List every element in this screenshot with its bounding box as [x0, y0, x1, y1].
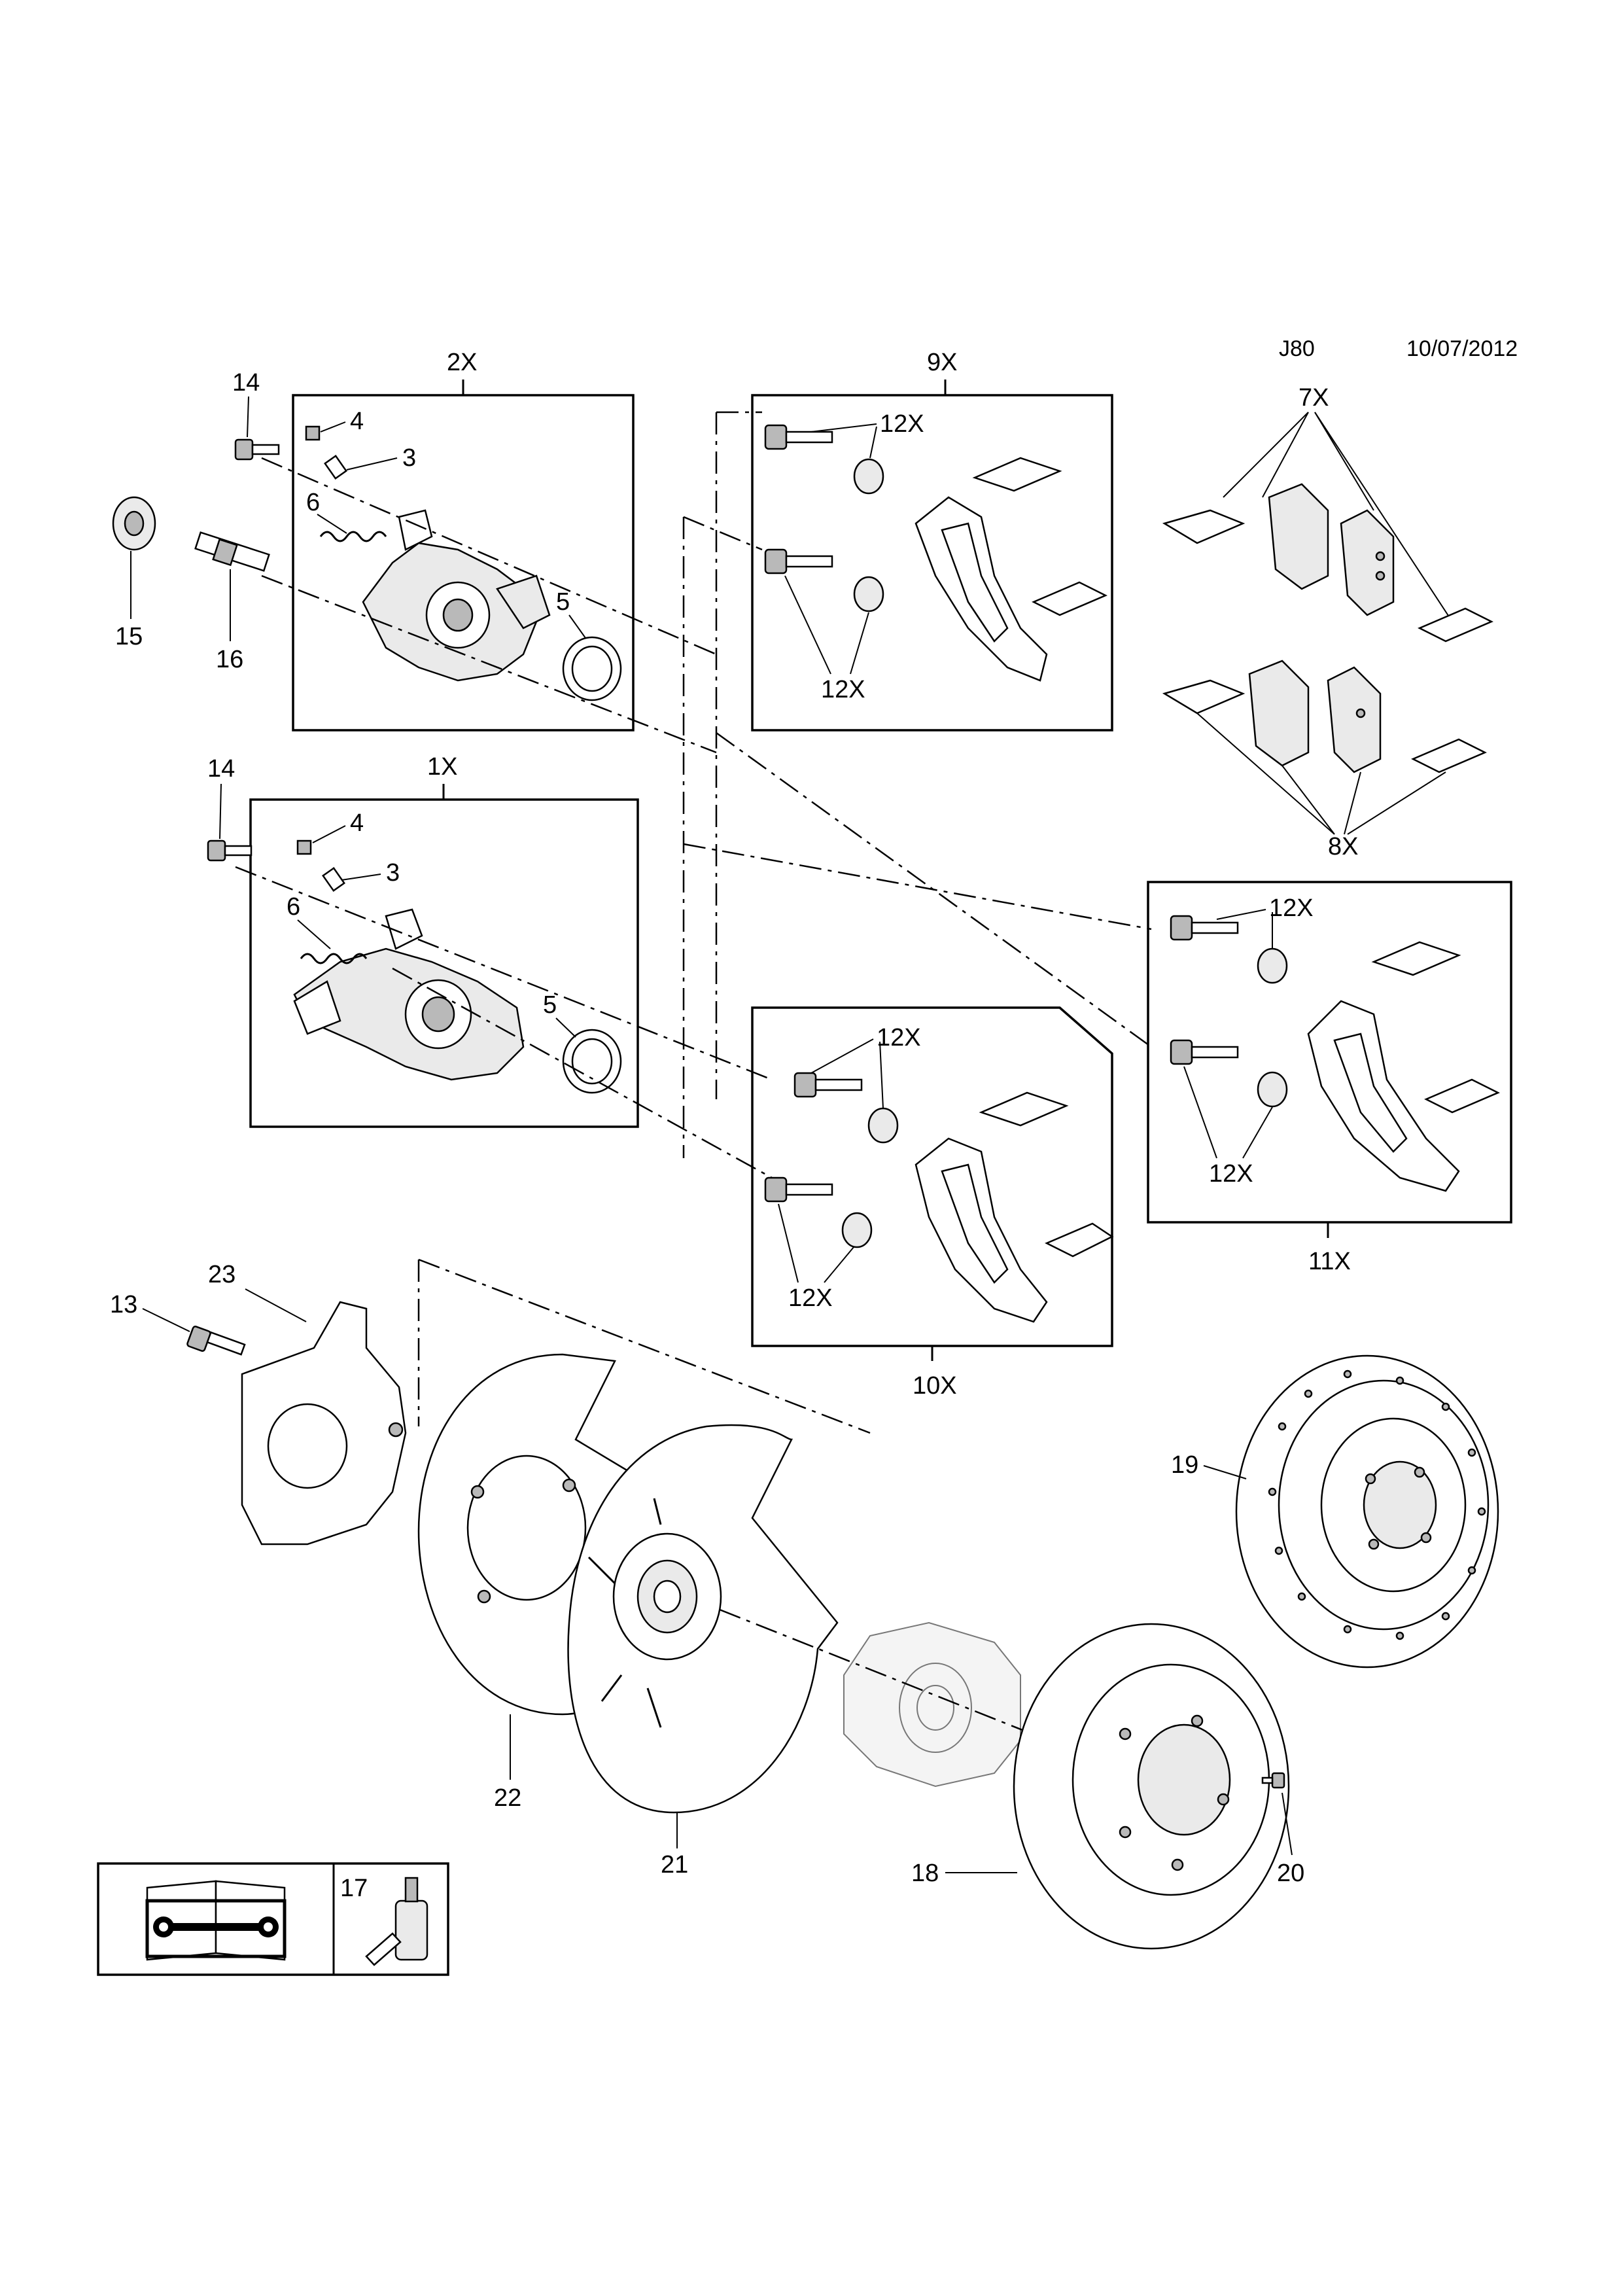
group-2X-label: 2X — [447, 349, 477, 376]
pad-8X-b — [1327, 666, 1382, 773]
clip-7X-a — [1162, 509, 1246, 544]
bleeder-cap-upper — [305, 425, 321, 441]
adhesive-bottle-icon — [365, 1877, 428, 1966]
diagram-date: 10/07/2012 — [1406, 336, 1518, 361]
clip-7X-b — [1418, 607, 1493, 643]
pad-7X-b — [1340, 509, 1395, 616]
label-4-lower: 4 — [350, 809, 364, 837]
label-12X-9X-bottom: 12X — [821, 676, 865, 703]
wheel-hub — [843, 1621, 1021, 1788]
label-21: 21 — [661, 1851, 688, 1879]
label-3-lower: 3 — [386, 859, 400, 887]
pad-7X-a — [1268, 483, 1329, 590]
group-9X-box — [751, 394, 1113, 732]
label-12X-11X-top: 12X — [1269, 894, 1314, 922]
clip-11X-a — [1371, 941, 1461, 976]
group-11X: 11X — [1147, 881, 1512, 1275]
group-1X-label: 1X — [427, 753, 457, 781]
group-2X: 2X — [261, 349, 717, 754]
part-15 — [112, 496, 156, 551]
boot-11X-b — [1257, 1071, 1288, 1108]
group-9X: 9X — [751, 349, 1113, 732]
guide-pin-9X-b — [764, 548, 833, 574]
group-9X-label: 9X — [927, 349, 957, 376]
anchor-plate-23 — [241, 1301, 407, 1545]
group-10X-box — [751, 1006, 1113, 1347]
part-16 — [194, 531, 270, 572]
clip-10X-a — [979, 1091, 1069, 1127]
guide-pin-10X-a — [793, 1072, 863, 1098]
dust-shield-21 — [567, 1424, 839, 1814]
manual-wrench-book-icon — [145, 1880, 287, 1961]
label-6-upper: 6 — [306, 489, 320, 516]
group-10X: 10X — [751, 1006, 1114, 1400]
clip-10X-b — [1045, 1222, 1114, 1258]
group-7X-label: 7X — [1299, 384, 1329, 412]
label-14-upper: 14 — [232, 369, 260, 397]
bolt-14-lower — [207, 839, 253, 862]
clip-8X-b — [1411, 738, 1487, 773]
spring-lower — [300, 953, 368, 964]
label-12X-11X-bottom: 12X — [1209, 1160, 1253, 1188]
clip-8X-a — [1162, 679, 1246, 715]
label-22: 22 — [494, 1784, 521, 1812]
bolt-13 — [186, 1326, 246, 1356]
label-15: 15 — [115, 623, 143, 650]
group-11X-label: 11X — [1308, 1248, 1351, 1275]
clip-11X-b — [1424, 1078, 1500, 1114]
label-13: 13 — [110, 1291, 137, 1318]
legend-box: 17 — [97, 1862, 449, 1976]
group-8X-label: 8X — [1328, 833, 1358, 860]
label-4-upper: 4 — [350, 408, 364, 435]
guide-pin-11X-b — [1170, 1039, 1239, 1065]
label-14-lower: 14 — [207, 755, 235, 783]
boot-10X-b — [841, 1212, 873, 1248]
bleeder-screw-upper — [324, 455, 347, 480]
label-16: 16 — [216, 646, 243, 673]
boot-10X-a — [867, 1107, 899, 1144]
bracket-9X — [915, 496, 1048, 682]
bolt-14-upper — [234, 438, 280, 461]
guide-pin-10X-b — [764, 1176, 833, 1203]
group-11X-box — [1147, 881, 1512, 1224]
caliper-upper — [362, 509, 551, 682]
label-12X-10X-top: 12X — [877, 1024, 921, 1051]
label-17: 17 — [340, 1875, 368, 1902]
label-5-lower: 5 — [543, 991, 557, 1019]
guide-pin-11X-a — [1170, 915, 1239, 941]
bleeder-cap-lower — [296, 839, 312, 855]
brake-disc-18 — [1013, 1623, 1290, 1950]
diagram-code: J80 — [1279, 336, 1315, 361]
label-12X-9X-top: 12X — [880, 410, 924, 438]
boot-11X-a — [1257, 947, 1288, 984]
bracket-11X — [1307, 1000, 1460, 1192]
label-3-upper: 3 — [402, 444, 416, 472]
bracket-10X — [915, 1137, 1048, 1323]
screw-20 — [1261, 1772, 1285, 1789]
label-18: 18 — [911, 1860, 939, 1887]
pad-8X-a — [1248, 660, 1310, 767]
guide-pin-9X-a — [764, 424, 833, 450]
bleeder-screw-lower — [322, 867, 345, 892]
clip-9X-a — [972, 457, 1062, 492]
caliper-lower — [293, 908, 525, 1081]
label-23: 23 — [208, 1261, 235, 1288]
group-1X: 1X — [235, 753, 773, 1179]
clip-9X-b — [1032, 581, 1107, 616]
label-5-upper: 5 — [556, 588, 570, 616]
brake-disc-19 — [1235, 1354, 1499, 1669]
label-19: 19 — [1171, 1451, 1198, 1479]
label-12X-10X-bottom: 12X — [788, 1284, 833, 1312]
label-20: 20 — [1277, 1860, 1304, 1887]
boot-9X-b — [853, 576, 884, 612]
boot-9X-a — [853, 458, 884, 495]
label-6-lower: 6 — [287, 893, 300, 921]
group-10X-label: 10X — [913, 1372, 957, 1400]
spring-upper — [319, 531, 387, 542]
